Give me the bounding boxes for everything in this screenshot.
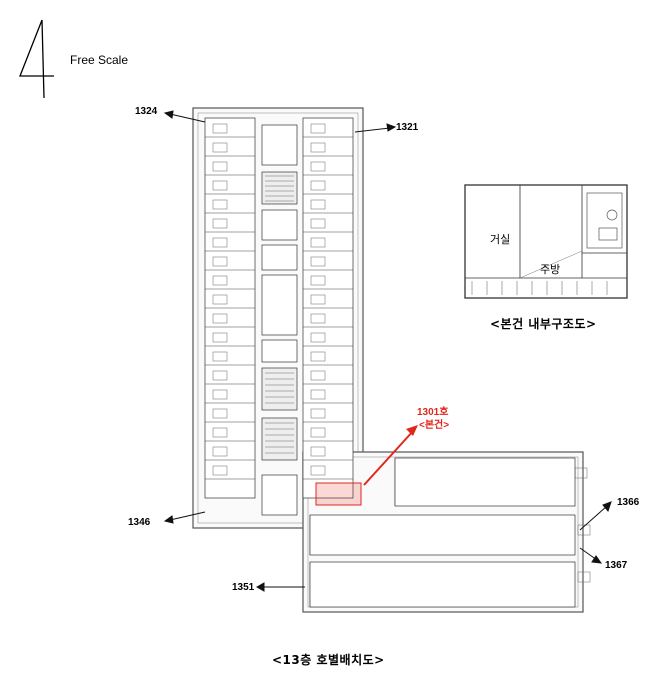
- unit-fixture: [310, 199, 326, 210]
- unit-label-1367: 1367: [605, 560, 628, 571]
- unit-label-1321: 1321: [396, 122, 419, 133]
- unit-fixture: [310, 256, 326, 267]
- unit-fixture: [310, 161, 326, 172]
- unit-fixture: [577, 524, 591, 536]
- unit-fixture: [212, 199, 228, 210]
- unit-fixture: [310, 389, 326, 400]
- unit-fixture: [310, 123, 326, 134]
- unit-fixture: [212, 237, 228, 248]
- unit-fixture: [212, 275, 228, 286]
- unit-fixture: [212, 446, 228, 457]
- unit-fixture: [212, 332, 228, 343]
- scale-label: Free Scale: [70, 53, 129, 67]
- unit-fixture: [310, 370, 326, 381]
- unit-fixture: [310, 180, 326, 191]
- interior-plan: [464, 184, 628, 299]
- unit-fixture: [212, 218, 228, 229]
- east-wing-top-units: [394, 457, 576, 507]
- unit-fixture: [310, 332, 326, 343]
- unit-fixture: [212, 389, 228, 400]
- unit-fixture: [310, 408, 326, 419]
- unit-fixture: [310, 142, 326, 153]
- unit-fixture: [212, 408, 228, 419]
- unit-fixture: [310, 427, 326, 438]
- unit-fixture: [212, 256, 228, 267]
- unit-fixture: [310, 465, 326, 476]
- unit-fixture: [310, 313, 326, 324]
- floorplan-caption: <13층 호별배치도>: [272, 653, 385, 667]
- central-core: [261, 124, 298, 516]
- unit-fixture: [310, 351, 326, 362]
- unit-fixture: [310, 218, 326, 229]
- unit-fixture: [212, 294, 228, 305]
- leader-arrows: [163, 110, 612, 592]
- unit-label-1346: 1346: [128, 517, 151, 528]
- unit-1301-highlight: [315, 482, 362, 506]
- unit-dividers-horizontal: [205, 123, 353, 480]
- unit-fixture: [310, 446, 326, 457]
- highlight-unit-label: 1301호: [417, 407, 449, 418]
- unit-fixture: [212, 313, 228, 324]
- unit-fixture: [310, 275, 326, 286]
- unit-fixture: [212, 161, 228, 172]
- unit-fixture: [212, 465, 228, 476]
- unit-1301-arrow: [363, 429, 415, 486]
- unit-fixture: [577, 571, 591, 583]
- unit-label-1324: 1324: [135, 106, 158, 117]
- interior-room-kitchen: 주방: [540, 263, 561, 276]
- interior-caption: <본건 내부구조도>: [490, 317, 597, 331]
- unit-fixture: [212, 180, 228, 191]
- highlight-note-label: <본건>: [419, 420, 450, 431]
- unit-fixture: [310, 294, 326, 305]
- unit-label-1366: 1366: [617, 497, 640, 508]
- unit-fixture: [212, 427, 228, 438]
- unit-label-1351: 1351: [232, 582, 255, 593]
- unit-fixture: [212, 351, 228, 362]
- unit-fixture: [212, 370, 228, 381]
- east-wing-corridor-units: [309, 514, 576, 556]
- unit-fixture: [212, 142, 228, 153]
- east-wing-bottom-units: [309, 561, 576, 608]
- interior-room-living: 거실: [490, 233, 511, 246]
- north-scale-symbol: [19, 19, 54, 99]
- unit-fixture: [310, 237, 326, 248]
- unit-fixture: [212, 123, 228, 134]
